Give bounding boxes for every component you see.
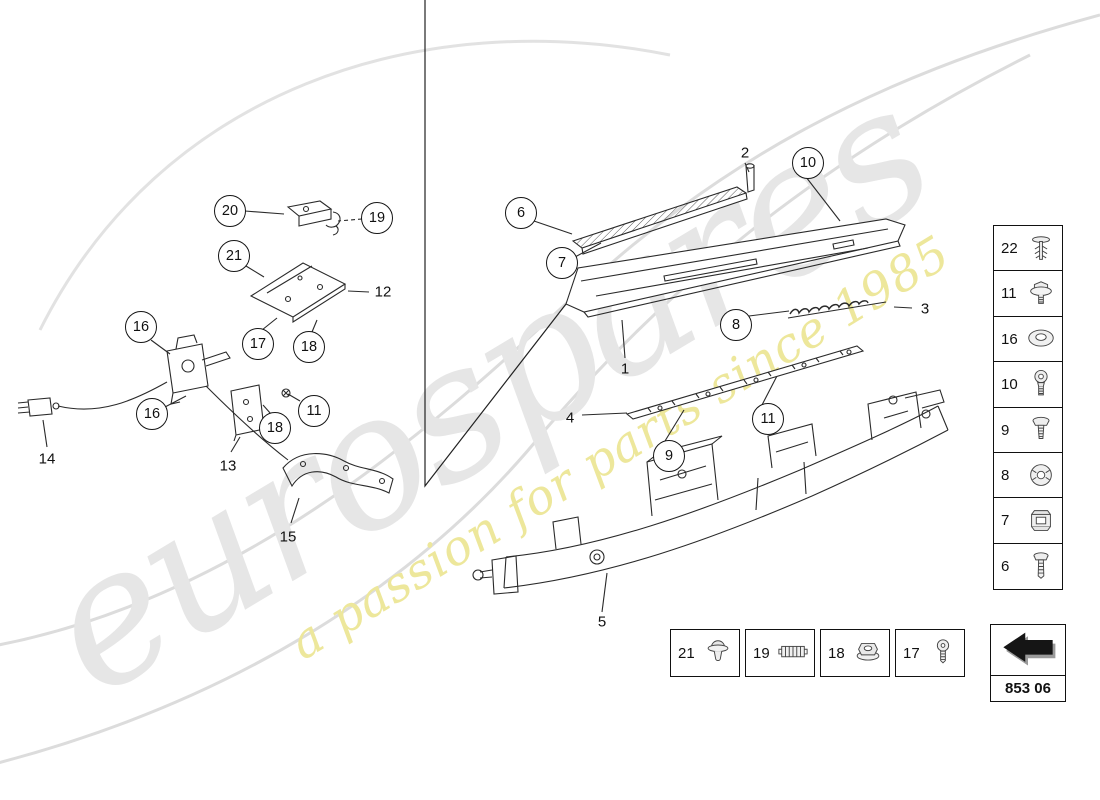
part-label-3: 3: [920, 300, 930, 318]
part-label-12: 12: [374, 283, 392, 301]
screw-icon: [1020, 550, 1062, 582]
sidebar-part-11[interactable]: 11: [993, 270, 1063, 318]
part-number: 18: [828, 644, 845, 662]
tapping-screw-icon: [1020, 414, 1062, 446]
callout-circle-16b[interactable]: 16: [136, 398, 168, 430]
expanding-clip-icon: [1020, 233, 1062, 265]
callout-circle-16[interactable]: 16: [125, 311, 157, 343]
diagram-code: 853 06: [991, 675, 1065, 701]
bottom-part-18[interactable]: 18: [820, 629, 890, 677]
part-number: 8: [1001, 467, 1010, 485]
part-label-5: 5: [597, 613, 607, 631]
callout-circle-8[interactable]: 8: [720, 309, 752, 341]
bottom-part-19[interactable]: 19: [745, 629, 815, 677]
part-number: 22: [1001, 240, 1018, 257]
diagram-code-box[interactable]: 853 06: [990, 624, 1066, 702]
callout-circle-6[interactable]: 6: [505, 197, 537, 229]
part-number: 9: [1001, 421, 1010, 439]
washer-icon: [1020, 323, 1062, 355]
part-label-1: 1: [620, 360, 630, 378]
part-label-4: 4: [565, 409, 575, 427]
callout-circle-18[interactable]: 18: [293, 331, 325, 363]
sidebar-part-22[interactable]: 22: [993, 225, 1063, 272]
speed-nut-icon: [1020, 460, 1062, 492]
part-label-15: 15: [279, 528, 297, 546]
bottom-part-21[interactable]: 21: [670, 629, 740, 677]
comb-clip-icon: [772, 637, 814, 669]
sidebar-part-6[interactable]: 6: [993, 542, 1063, 590]
callout-circle-20[interactable]: 20: [214, 195, 246, 227]
sidebar-part-8[interactable]: 8: [993, 452, 1063, 500]
callout-circle-7[interactable]: 7: [546, 247, 578, 279]
callout-circle-17[interactable]: 17: [242, 328, 274, 360]
bottom-part-17[interactable]: 17: [895, 629, 965, 677]
part-label-13: 13: [219, 457, 237, 475]
part-label-14: 14: [38, 450, 56, 468]
sidebar-part-9[interactable]: 9: [993, 406, 1063, 454]
part-number: 11: [1001, 285, 1017, 303]
part-number: 19: [753, 644, 770, 662]
callout-circle-9[interactable]: 9: [653, 440, 685, 472]
part-number: 16: [1001, 330, 1018, 348]
clip-nut-icon: [1020, 505, 1062, 537]
callout-circle-11b[interactable]: 11: [752, 403, 784, 435]
flange-bolt-icon: [1020, 278, 1062, 310]
callout-circle-10[interactable]: 10: [792, 147, 824, 179]
part-number: 6: [1001, 557, 1010, 575]
back-arrow-icon[interactable]: [991, 625, 1065, 675]
callout-circle-11[interactable]: 11: [298, 395, 330, 427]
shoulder-screw-icon: [1020, 369, 1062, 401]
fastener-bottom-row: 21 19 18: [670, 629, 965, 677]
part-number: 10: [1001, 376, 1018, 394]
part-label-2: 2: [740, 144, 750, 162]
part-number: 7: [1001, 512, 1010, 530]
callout-circle-18b[interactable]: 18: [259, 412, 291, 444]
button-screw-icon: [922, 637, 964, 669]
sidebar-part-16[interactable]: 16: [993, 315, 1063, 363]
callout-circle-19[interactable]: 19: [361, 202, 393, 234]
sidebar-part-10[interactable]: 10: [993, 361, 1063, 409]
fastener-sidebar: 22 11 16: [993, 225, 1063, 590]
callout-circle-21[interactable]: 21: [218, 240, 250, 272]
part-number: 21: [678, 644, 695, 662]
part-number: 17: [903, 644, 920, 662]
flange-nut-icon: [847, 637, 889, 669]
sidebar-part-7[interactable]: 7: [993, 497, 1063, 545]
grommet-icon: [697, 637, 739, 669]
